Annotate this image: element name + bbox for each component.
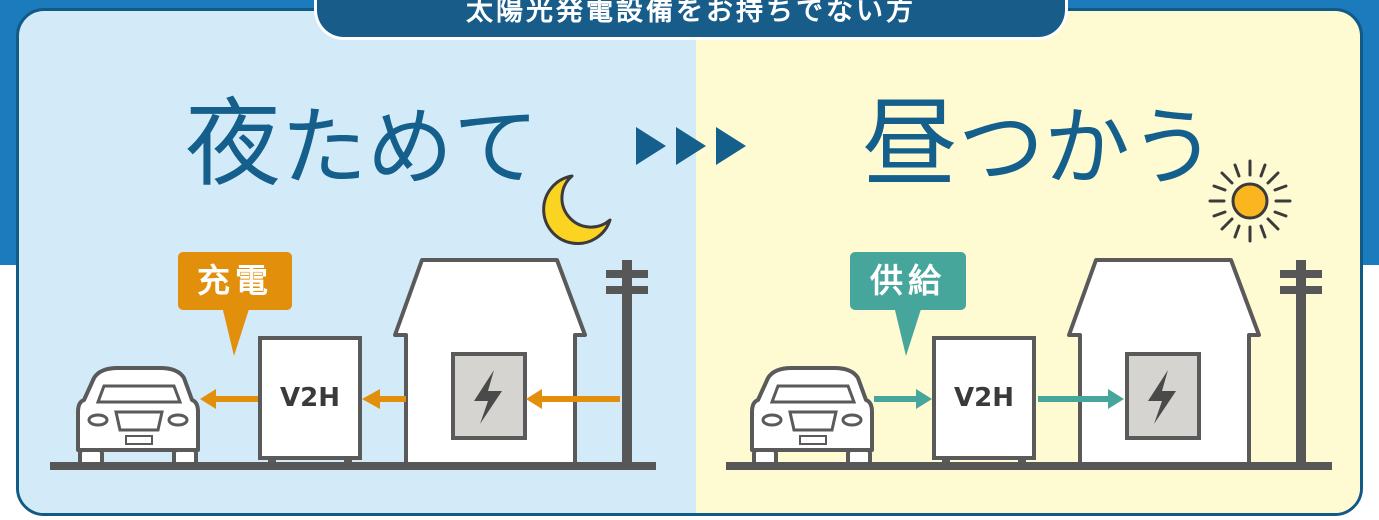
night-ground bbox=[50, 462, 656, 470]
moon-icon bbox=[542, 174, 612, 246]
label-supply-pointer bbox=[894, 306, 922, 356]
day-v2h-label: V2H bbox=[954, 383, 1014, 413]
supply-arrows bbox=[874, 389, 1124, 409]
day-utility-pole bbox=[1280, 260, 1322, 466]
lightning-icon bbox=[1148, 370, 1176, 424]
night-utility-pole bbox=[606, 260, 648, 466]
charge-arrows bbox=[200, 389, 620, 409]
label-charge: 充電 bbox=[178, 252, 292, 310]
sun-icon bbox=[1208, 159, 1292, 243]
label-charge-pointer bbox=[222, 306, 250, 356]
day-house bbox=[1067, 258, 1261, 468]
label-supply: 供給 bbox=[850, 252, 966, 310]
banner-title: 太陽光発電設備をお持ちでない方 bbox=[314, 0, 1068, 40]
day-ground bbox=[726, 462, 1332, 470]
day-heading-kanji: 昼 bbox=[862, 88, 958, 200]
day-heading-rest: つかう bbox=[958, 98, 1216, 198]
day-heading: 昼つかう bbox=[862, 96, 1216, 196]
night-heading: 夜ためて bbox=[185, 96, 539, 196]
day-v2h-unit bbox=[932, 336, 1036, 466]
night-heading-rest: ためて bbox=[281, 98, 539, 198]
night-v2h-label: V2H bbox=[280, 383, 340, 413]
day-car bbox=[750, 366, 874, 468]
night-house bbox=[393, 258, 587, 468]
night-heading-kanji: 夜 bbox=[185, 88, 281, 200]
lightning-icon bbox=[474, 370, 502, 424]
triple-arrow-icon bbox=[636, 127, 746, 165]
night-car bbox=[76, 366, 200, 468]
